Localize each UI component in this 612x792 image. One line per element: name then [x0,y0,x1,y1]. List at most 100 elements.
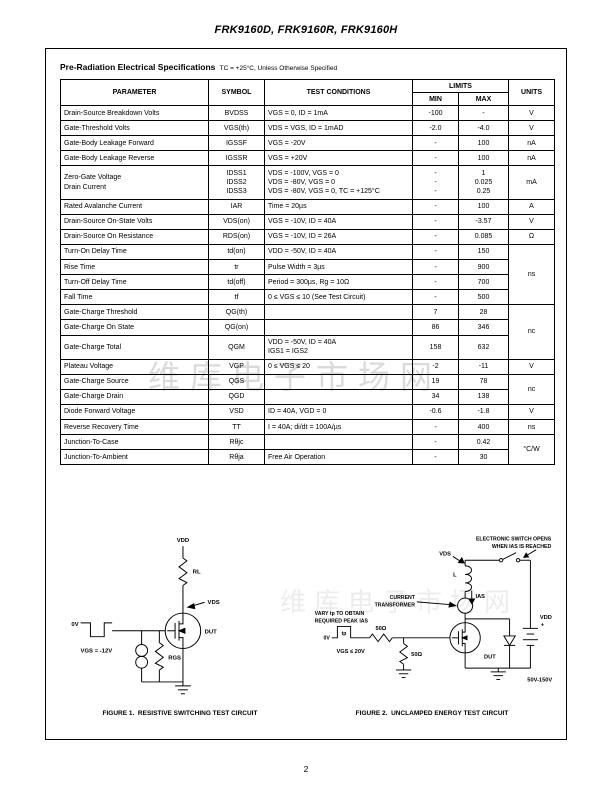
cell-max: 0.085 [457,228,510,245]
fig2-dut-label: DUT [484,655,496,661]
cell-units-group: nc [508,304,556,360]
fig2-vgs-label: VGS ≤ 20V [336,649,364,655]
cell-max: -11 [457,358,510,375]
cell-max: 138 [457,388,510,405]
cell-min: 34 [412,388,459,405]
cell-symbol: QG(th) [208,304,265,321]
fig2-l-label: L [453,572,457,578]
cell-conditions: VGS = -10V, ID = 26A [264,228,413,245]
fig2-circuit-lines [331,549,538,680]
cell-min: -0.6 [412,403,459,421]
cell-conditions: Period = 300µs, Rg = 10Ω [264,274,413,291]
cell-conditions: Free Air Operation [264,449,413,466]
cell-max: 632 [457,334,510,360]
cell-conditions: VGS = -10V, ID = 40A [264,213,413,230]
cell-parameter: Diode Forward Voltage [60,403,209,421]
fig2-vary-label-line1: VARY tp TO OBTAIN [315,611,365,617]
cell-symbol: IDSS1 IDSS2 IDSS3 [208,165,265,200]
cell-min: - [412,228,459,245]
table-row: Rise Time tr Pulse Width = 3µs - 900 [60,259,555,276]
fig1-rl-label: RL [193,570,201,576]
cell-units: mA [508,165,556,200]
cell-parameter: Rated Avalanche Current [60,198,209,215]
cell-max: 100 [457,135,510,152]
table-row: Junction-To-Case Rθjc - 0.42 °C/W [60,434,556,466]
cell-symbol: IGSSR [208,150,265,167]
fig2-vdd-label: VDD [540,615,552,621]
table-row: Rated Avalanche Current IAR Time = 20µs … [60,198,556,215]
cell-min: - [412,434,459,451]
section-heading-text: Pre-Radiation Electrical Specifications [60,62,216,72]
header-limits: LIMITS [411,79,510,93]
cell-conditions: 0 ≤ VGS ≤ 10 (See Test Circuit) [264,289,413,306]
cell-conditions: VDD = -50V, ID = 40A [264,243,413,261]
cell-conditions: Pulse Width = 3µs [264,259,413,276]
cell-units-group: ns [508,243,556,306]
cell-min: - [412,135,459,152]
figure1-circuit-svg: VDD RL VDS DUT 0V VGS = -12V RGS [71,538,220,695]
cell-symbol: VGP [208,358,265,375]
fig2-series-resistor-label: 50Ω [375,626,386,632]
cell-min: 19 [412,373,459,390]
cell-parameter: Drain-Source On Resistance [60,228,209,245]
cell-parameter: Gate-Charge Drain [60,388,209,405]
table-row: Gate-Charge Source QGS 19 78 nc [60,373,556,405]
fig1-rgs-label: RGS [168,655,181,661]
fig2-ias-label: IAS [476,594,486,600]
cell-units: ns [508,419,556,436]
figures-row: VDD RL VDS DUT 0V VGS = -12V RGS FIGURE … [56,527,556,717]
cell-symbol: td(off) [208,274,265,291]
cell-symbol: IGSSF [208,135,265,152]
cell-min: 158 [412,334,459,360]
cell-parameter: Junction-To-Ambient [60,449,209,466]
cell-parameter: Gate-Charge Source [60,373,209,390]
figure2-circuit-svg: ELECTRONIC SWITCH OPENS WHEN IAS IS REAC… [315,536,553,683]
cell-symbol: QG(on) [208,319,265,336]
figure2-caption: FIGURE 2. UNCLAMPED ENERGY TEST CIRCUIT [355,710,509,717]
page-title: FRK9160D, FRK9160R, FRK9160H [214,24,398,36]
table-row: Diode Forward Voltage VSD ID = 40A, VGD … [60,403,556,421]
fig1-vdd-label: VDD [177,538,189,544]
cell-units: Ω [508,228,556,245]
cell-units: V [508,213,556,230]
cell-min: - - - [412,165,459,200]
cell-max: 900 [457,259,510,276]
cell-min: - [412,449,459,466]
table-row: Turn-Off Delay Time td(off) Period = 300… [60,274,555,291]
table-row: Gate-Charge On State QG(on) 86 346 [60,319,555,336]
cell-symbol: VGS(th) [208,120,265,137]
cell-units: nA [508,150,556,167]
cell-max: 78 [457,373,510,390]
fig2-vdd-range-label: 50V-150V [527,677,552,683]
section-heading-note: TC = +25°C, Unless Otherwise Specified [219,65,338,72]
table-row: Gate-Body Leakage Reverse IGSSR VGS = +2… [60,150,556,167]
cell-symbol: Rθjc [208,434,265,451]
cell-parameter: Junction-To-Case [60,434,209,451]
table-row: Junction-To-Ambient Rθja Free Air Operat… [60,449,555,466]
table-row: Gate-Charge Drain QGD 34 138 [60,388,555,405]
cell-max: 100 [457,198,510,215]
cell-conditions [264,388,413,405]
cell-symbol: tf [208,289,265,306]
cell-conditions [264,434,413,451]
cell-units: V [508,104,556,122]
cell-max: -4.0 [457,120,510,137]
cell-min: - [412,289,459,306]
cell-max: 30 [457,449,510,466]
cell-parameter: Gate-Body Leakage Reverse [60,150,209,167]
cell-conditions: Time = 20µs [264,198,413,215]
cell-min: - [412,150,459,167]
cell-min: -100 [412,104,459,122]
cell-min: - [412,213,459,230]
section-heading: Pre-Radiation Electrical Specifications … [60,62,337,72]
fig2-switch-note-line1: ELECTRONIC SWITCH OPENS [476,536,552,542]
cell-symbol: Rθja [208,449,265,466]
header-row: PARAMETER SYMBOL TEST CONDITIONS LIMITS … [60,79,556,106]
spec-table: PARAMETER SYMBOL TEST CONDITIONS LIMITS … [60,79,556,466]
cell-symbol: QGM [208,334,265,360]
fig2-current-transformer-label-line1: CURRENT [390,595,416,601]
cell-parameter: Turn-On Delay Time [60,243,209,261]
cell-max: 400 [457,419,510,436]
table-row: Fall Time tf 0 ≤ VGS ≤ 10 (See Test Circ… [60,289,555,306]
table-row: Drain-Source On-State Volts VDS(on) VGS … [60,213,556,230]
